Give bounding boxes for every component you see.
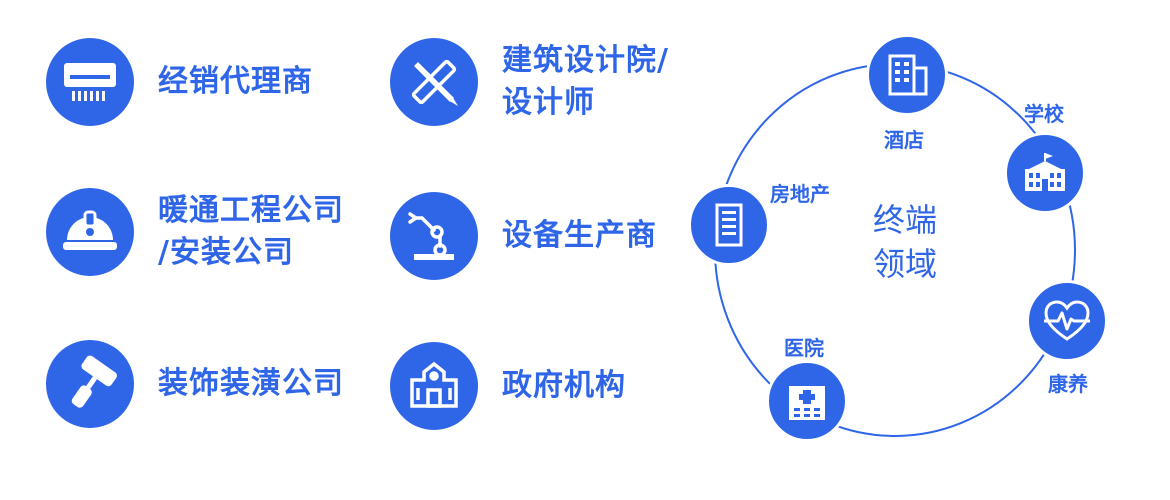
government-building-icon [390,342,478,430]
category-item-dealer: 经销代理商 [46,38,313,126]
heart-pulse-icon [1044,300,1090,341]
category-label: 装饰装潢公司 [158,366,344,401]
air-conditioner-icon [46,38,134,126]
hotel-building-icon [888,54,928,96]
category-item-government: 政府机构 [390,342,626,430]
school-label: 学校 [1024,102,1064,126]
category-label: 建筑设计院/ 设计师 [502,43,669,120]
hospital-icon [789,386,825,420]
category-label: 政府机构 [502,368,626,403]
real-estate-icon [715,203,743,247]
hotel-node [866,34,948,116]
school-icon [1025,153,1065,191]
category-label: 设备生产商 [502,218,657,253]
category-label: 经销代理商 [158,64,313,99]
terminal-center-text: 终端 领域 [872,201,937,283]
hospital-node [766,360,848,442]
ruler-pencil-icon [390,38,478,126]
wellness-node [1026,280,1108,362]
robot-arm-icon [390,192,478,280]
real-estate-node [688,184,770,266]
real-estate-label: 房地产 [770,182,830,206]
category-label: 暖通工程公司 /安装公司 [158,193,344,270]
hospital-label: 医院 [784,336,824,360]
hotel-label: 酒店 [884,128,924,152]
category-item-architect: 建筑设计院/ 设计师 [390,38,669,126]
category-item-manufacturer: 设备生产商 [390,192,657,280]
wellness-label: 康养 [1048,372,1088,396]
category-item-decoration: 装饰装潢公司 [46,340,344,428]
school-node [1004,132,1086,214]
category-item-hvac: 暖通工程公司 /安装公司 [46,188,344,276]
hard-hat-icon [46,188,134,276]
paint-roller-icon [46,340,134,428]
